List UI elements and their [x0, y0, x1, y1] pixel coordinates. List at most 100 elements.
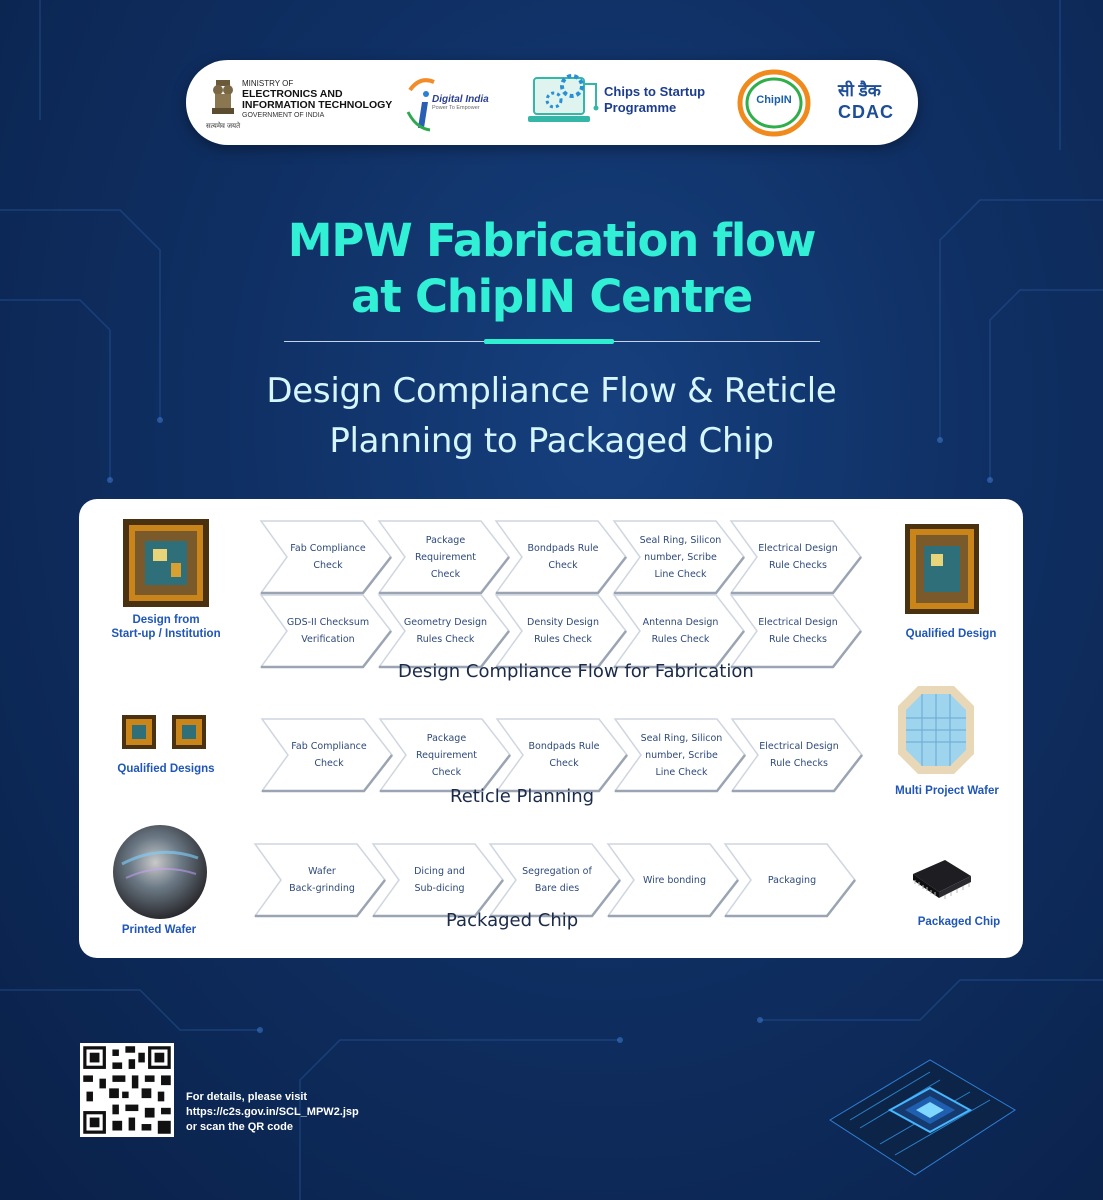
die-image	[123, 519, 209, 607]
circuit-board-chip-image	[829, 1059, 1016, 1176]
cdac-logo: सी डैक CDAC	[836, 78, 902, 128]
packaging-step: Packaging	[723, 842, 857, 918]
chevron-shape	[612, 520, 745, 595]
step-label-line: Segregation of	[522, 866, 592, 877]
step-label-line: Wire bonding	[643, 874, 706, 886]
step-label-line: Package	[426, 732, 467, 744]
meity-logo: MINISTRY OF ELECTRONICS AND INFORMATION …	[206, 76, 396, 130]
emblem-icon	[212, 80, 234, 114]
digital-india-logo: Digital India Power To Empower	[406, 72, 506, 134]
caption-design-from-line2: Start-up / Institution	[111, 628, 221, 640]
chevron-shape	[260, 718, 393, 793]
qualified-die-image	[122, 715, 156, 749]
step-label-line: Rule Checks	[769, 634, 827, 645]
caption-qualified-design: Qualified Design	[905, 628, 997, 640]
chevron-shape	[606, 843, 739, 918]
packaging-step: Wire bonding	[606, 842, 740, 918]
chevron-shape	[259, 594, 392, 669]
step-label-line: Bondpads Rule	[528, 741, 600, 752]
section-title-design-compliance: Design Compliance Flow for Fabrication	[398, 661, 754, 682]
step-label-line: Check	[548, 560, 578, 571]
digital-india-icon	[406, 78, 435, 132]
step-label-line: Rules Check	[651, 634, 710, 645]
step-label-line: GDS-II Checksum	[286, 617, 370, 628]
qualified-die-image	[172, 715, 206, 749]
chevron-shape	[259, 520, 392, 595]
chevron-shape	[613, 718, 746, 793]
chevron-shape	[729, 520, 862, 595]
step-label-line: Requirement	[414, 551, 477, 563]
c2s-line1: Chips to Startup	[604, 84, 706, 99]
caption-printed-wafer: Printed Wafer	[121, 924, 197, 936]
meity-line1: MINISTRY OF	[242, 79, 294, 88]
step-label: Wire bonding	[630, 842, 720, 918]
step-label-line: Seal Ring, Silicon	[640, 732, 723, 744]
printed-wafer-image	[113, 825, 207, 919]
chevron-shape	[377, 594, 510, 669]
logo-bar: MINISTRY OF ELECTRONICS AND INFORMATION …	[186, 60, 918, 145]
cdac-hindi: सी डैक	[838, 81, 881, 100]
step-label-line: Density Design	[527, 617, 599, 628]
footer-link[interactable]: https://c2s.gov.in/SCL_MPW2.jsp	[186, 1106, 359, 1118]
chevron-shape	[371, 843, 504, 918]
chevron-shape	[729, 594, 862, 669]
meity-line3: INFORMATION TECHNOLOGY	[242, 99, 393, 111]
chipin-ring-icon	[737, 69, 811, 137]
caption-qualified-designs: Qualified Designs	[117, 763, 215, 775]
step-label-line: Antenna Design	[642, 617, 719, 628]
caption-multi-project-wafer: Multi Project Wafer	[895, 785, 999, 797]
step-label-line: Line Check	[655, 766, 708, 778]
footer-line3: or scan the QR code	[186, 1121, 293, 1133]
step-label-line: Back-grinding	[289, 883, 355, 894]
caption-design-from-line1: Design from	[132, 614, 200, 626]
meity-line4: GOVERNMENT OF INDIA	[242, 112, 325, 119]
digital-india-tagline: Power To Empower	[432, 105, 480, 111]
section-title-packaged-chip: Packaged Chip	[446, 910, 579, 931]
step-label-line: Rules Check	[416, 634, 475, 645]
flow-panel: Design from Start-up / Institution Quali…	[79, 499, 1023, 958]
cdac-name: CDAC	[838, 102, 894, 122]
chipin-name: ChipIN	[756, 94, 792, 106]
qr-code[interactable]	[80, 1043, 174, 1137]
c2s-laptop-gear-icon	[528, 74, 599, 122]
step-label-line: Bare dies	[534, 883, 580, 894]
step-label-line: Bondpads Rule	[527, 543, 599, 554]
c2s-line2: Programme	[604, 100, 677, 115]
step-label-line: Wafer	[308, 866, 336, 877]
step-label-line: Requirement	[415, 749, 478, 761]
subtitle-line2: Planning to Packaged Chip	[329, 421, 774, 461]
step-label-line: number, Scribe	[645, 749, 718, 761]
step-label-line: number, Scribe	[644, 551, 717, 563]
c2s-logo: Chips to Startup Programme	[526, 64, 716, 140]
step-label-line: Fab Compliance	[290, 543, 366, 554]
step-label: Segregation of Bare dies	[512, 842, 602, 918]
meity-motto: सत्यमेव जयते	[206, 123, 241, 130]
step-label-line: Geometry Design	[403, 617, 488, 628]
caption-design-from: Design from Start-up / Institution	[99, 613, 233, 641]
chevron-shape	[488, 843, 621, 918]
step-label-line: Packaging	[767, 874, 817, 886]
